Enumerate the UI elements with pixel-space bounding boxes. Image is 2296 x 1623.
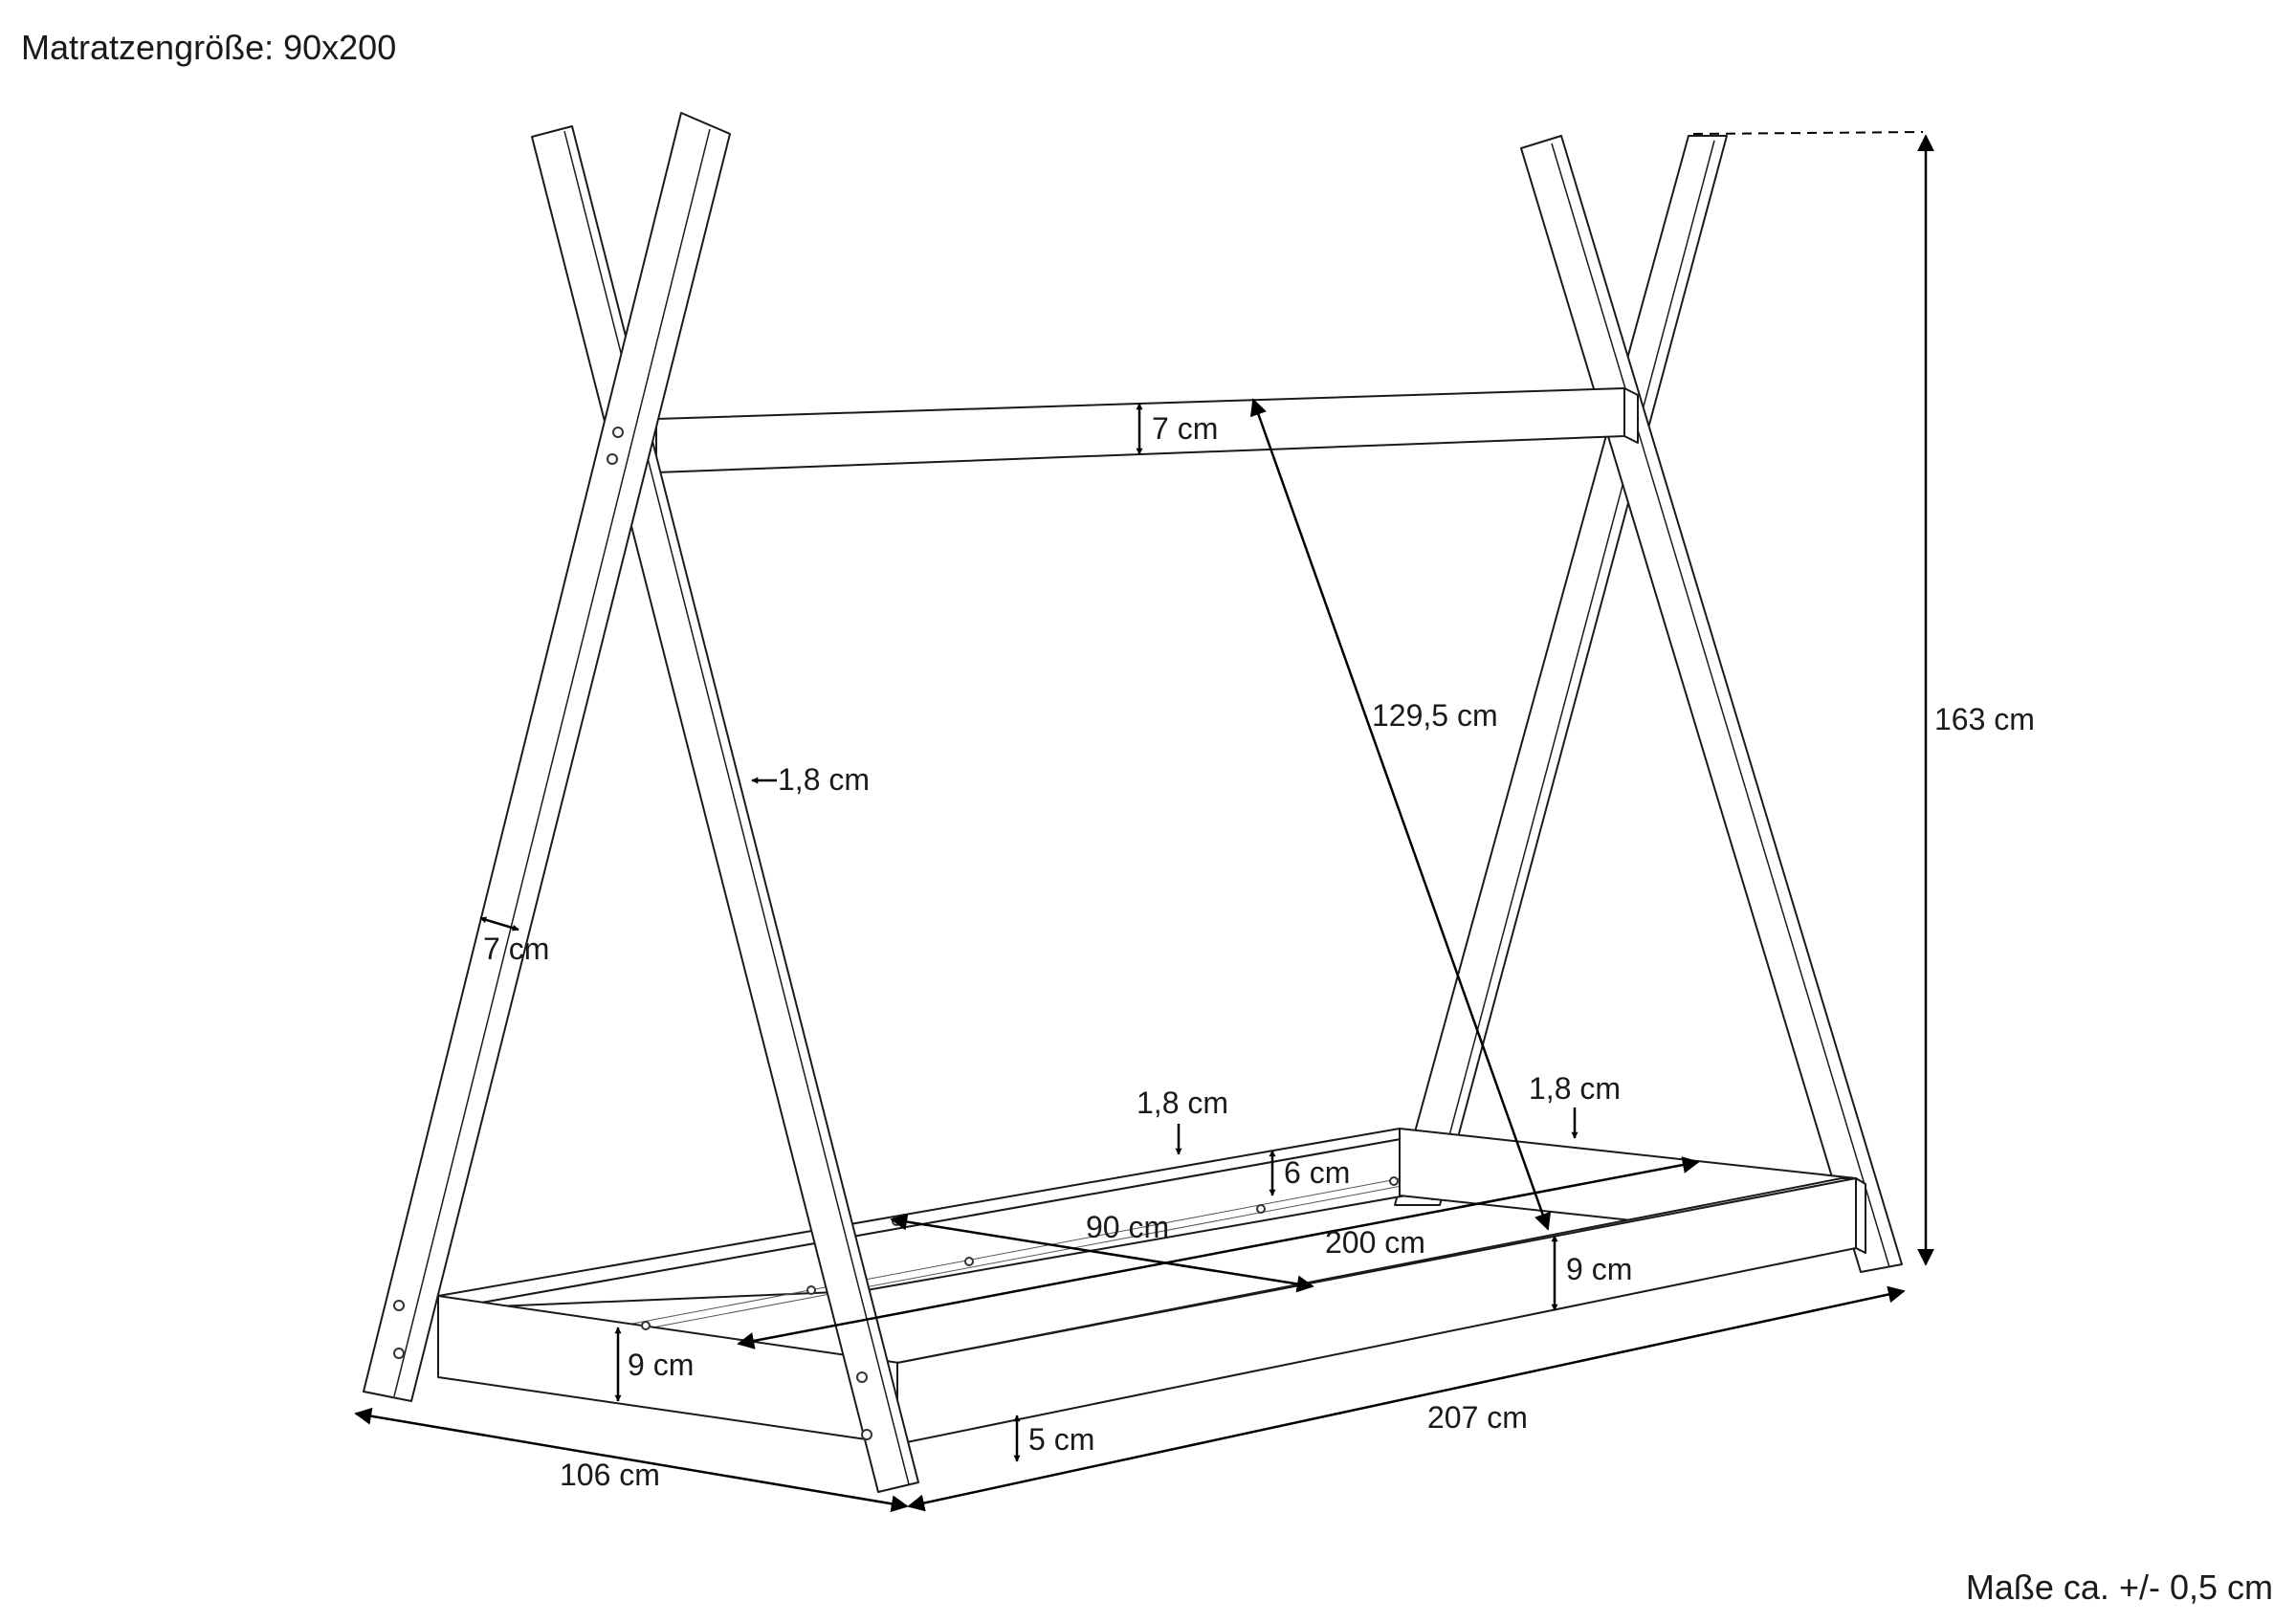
bed-frame [437,1128,1866,1445]
label-inner-width: 90 cm [1086,1210,1169,1244]
label-diagonal: 129,5 cm [1372,698,1498,733]
label-side-rail-height: 9 cm [1566,1252,1632,1286]
dimension-lines [354,131,1934,1513]
label-leg-width: 7 cm [483,932,549,966]
label-side-rail-thickness: 1,8 cm [1137,1086,1228,1120]
label-slat-support-height: 6 cm [1284,1155,1350,1190]
label-end-rail-thickness: 1,8 cm [1529,1071,1621,1106]
back-right-leg-left [1394,135,1728,1206]
label-inner-length: 200 cm [1325,1225,1425,1260]
label-front-rail-height: 9 cm [628,1348,694,1382]
label-leg-thickness: 1,8 cm [778,762,870,797]
top-ridge-beam [655,387,1639,473]
label-top-beam-height: 7 cm [1152,411,1218,446]
label-outer-length: 207 cm [1427,1400,1528,1435]
front-left-a-frame [363,112,919,1493]
front-left-leg-left [363,112,731,1402]
label-total-height: 163 cm [1934,702,2035,736]
tolerance-note: Maße ca. +/- 0,5 cm [1966,1568,2273,1607]
mattress-size-label: Matratzengröße: 90x200 [21,28,396,67]
label-floor-clearance: 5 cm [1028,1422,1094,1457]
label-outer-width: 106 cm [560,1458,660,1492]
